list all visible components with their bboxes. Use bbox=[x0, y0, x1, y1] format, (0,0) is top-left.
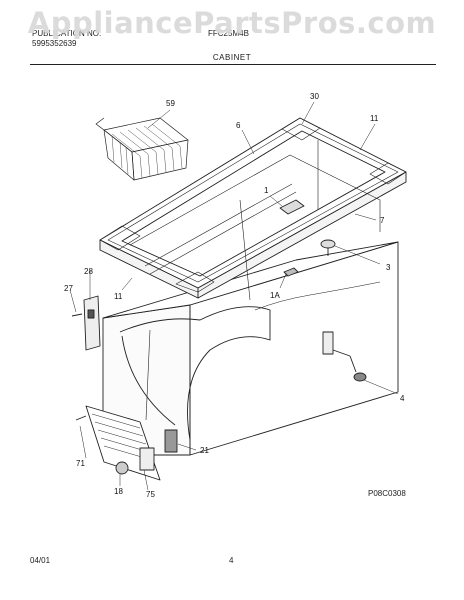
callout-28: 28 bbox=[84, 267, 93, 276]
drain-plug bbox=[320, 239, 336, 256]
callout-7: 7 bbox=[380, 216, 385, 225]
hinge-assembly bbox=[71, 295, 101, 351]
callout-59: 59 bbox=[166, 99, 175, 108]
header-rule bbox=[30, 64, 436, 65]
figure-id: P08C0308 bbox=[368, 489, 406, 498]
lid-handle bbox=[279, 199, 305, 277]
callout-18: 18 bbox=[114, 487, 123, 496]
liner-outline bbox=[129, 140, 381, 301]
callout-75: 75 bbox=[146, 490, 155, 499]
callout-4: 4 bbox=[400, 394, 405, 403]
callout-27: 27 bbox=[64, 284, 73, 293]
callout-1a: 1A bbox=[270, 291, 280, 300]
callout-30: 30 bbox=[310, 92, 319, 101]
publication-number: 5995352639 bbox=[32, 39, 77, 48]
footer-date: 04/01 bbox=[30, 556, 51, 565]
callout-71: 71 bbox=[76, 459, 85, 468]
publication-header-left: PUBLICATION NO. 5995352639 bbox=[32, 29, 101, 49]
callout-11-top: 11 bbox=[370, 114, 379, 123]
cabinet-body bbox=[102, 241, 399, 456]
publication-label: PUBLICATION NO. bbox=[32, 29, 102, 38]
callout-1: 1 bbox=[264, 186, 269, 195]
compressor-cover bbox=[164, 429, 178, 453]
grille bbox=[75, 405, 161, 481]
leader-lines bbox=[69, 101, 399, 491]
site-watermark: AppliancePartsPros.com bbox=[27, 6, 437, 40]
callout-3: 3 bbox=[386, 263, 391, 272]
callout-11-left: 11 bbox=[114, 292, 123, 301]
drain-tube bbox=[322, 331, 367, 382]
lid-frame bbox=[99, 117, 407, 299]
section-title: CABINET bbox=[212, 53, 252, 62]
callout-6: 6 bbox=[236, 121, 241, 130]
model-number: FFC25M4B bbox=[208, 29, 249, 38]
basket bbox=[95, 117, 189, 181]
callout-21: 21 bbox=[200, 446, 209, 455]
footer-page-number: 4 bbox=[229, 556, 234, 565]
